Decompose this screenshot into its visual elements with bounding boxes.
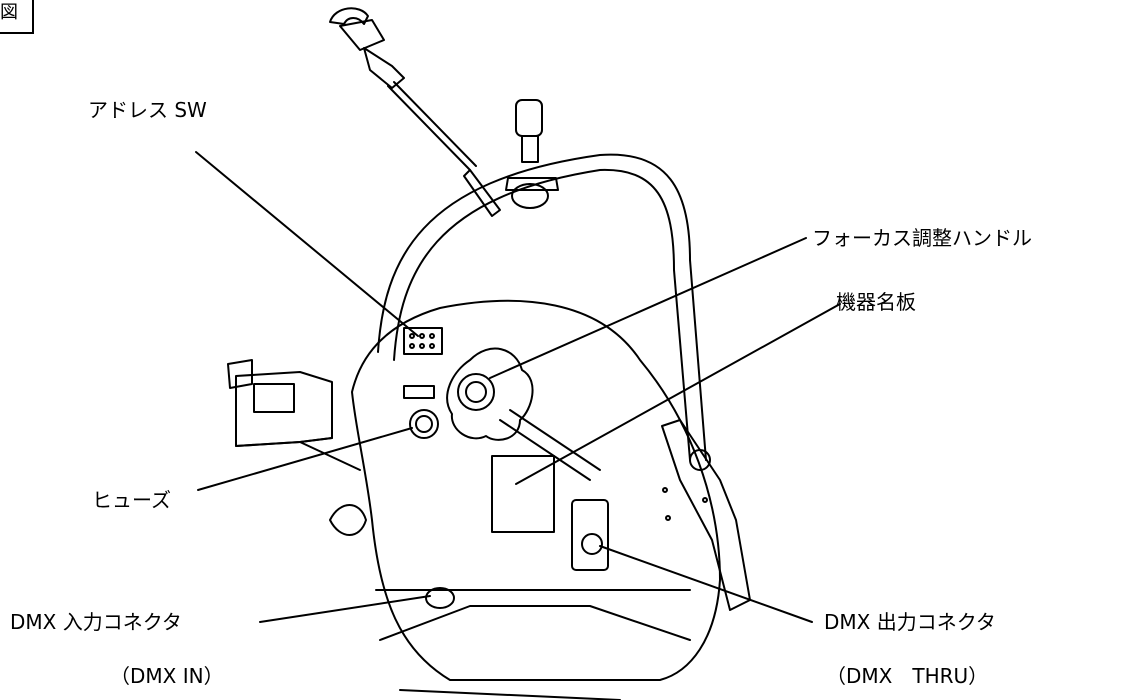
label-fuse: ヒューズ <box>92 488 171 512</box>
label-dmx-out-sub: （DMX THRU） <box>826 664 989 688</box>
fuse-holder <box>403 385 439 439</box>
label-dmx-in: DMX 入力コネクタ <box>10 610 182 634</box>
leader-dmx-out <box>599 545 813 623</box>
label-name-plate: 機器名板 <box>836 290 916 314</box>
safety-wire-hook <box>329 7 501 217</box>
figure-tag: 図 <box>0 0 34 34</box>
label-dmx-out: DMX 出力コネクタ <box>824 610 996 634</box>
leader-address-sw <box>195 151 419 337</box>
label-dmx-in-sub: （DMX IN） <box>110 664 224 688</box>
leader-fuse <box>197 427 413 491</box>
leader-lines <box>195 151 841 623</box>
leader-dmx-in <box>259 595 431 623</box>
leader-focus-handle <box>489 237 807 379</box>
label-focus-handle: フォーカス調整ハンドル <box>812 226 1032 250</box>
name-plate-shape <box>491 455 555 533</box>
main-housing <box>329 299 721 700</box>
focus-knob <box>446 347 601 481</box>
address-switch <box>403 327 443 355</box>
rear-power-box <box>227 359 361 471</box>
dmx-out-connector <box>571 499 609 571</box>
label-address-sw: アドレス SW <box>88 98 207 122</box>
dmx-in-connector <box>425 587 455 609</box>
top-knob <box>505 99 559 209</box>
leader-name-plate <box>515 303 841 485</box>
